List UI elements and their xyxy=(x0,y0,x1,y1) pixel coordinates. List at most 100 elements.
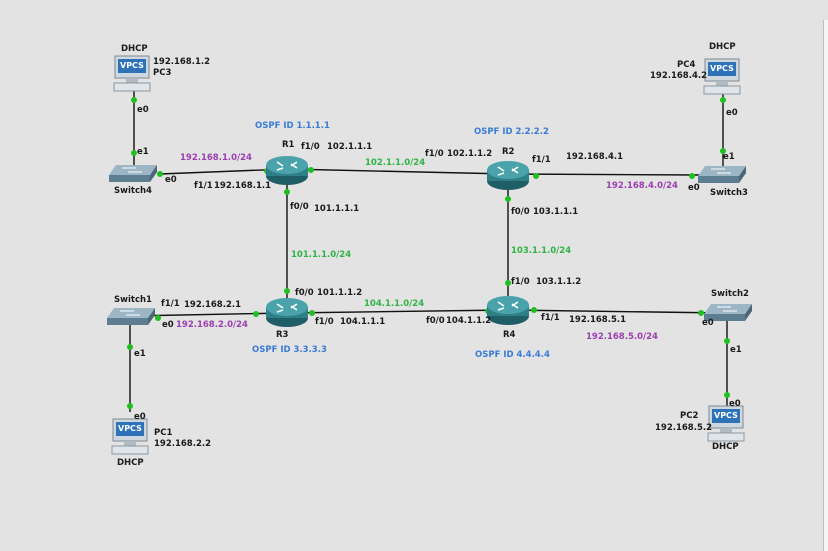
port-dot xyxy=(689,173,695,179)
port-dot xyxy=(127,403,133,409)
pc2-ip: 192.168.5.2 xyxy=(655,423,713,433)
switch1-icon[interactable] xyxy=(106,306,156,326)
port-label: f0/0 xyxy=(426,316,445,326)
window-edge xyxy=(823,20,828,551)
port-label: f0/0 xyxy=(290,202,309,212)
subnet-lan4: 192.168.4.0/24 xyxy=(606,181,678,191)
link-r1-r2 xyxy=(286,168,509,175)
switch3-icon[interactable] xyxy=(697,164,747,184)
port-label: e0 xyxy=(688,183,700,193)
port-label: e0 xyxy=(702,318,714,328)
vpcs-badge: VPCS xyxy=(118,424,142,433)
pc4-mode: DHCP xyxy=(709,42,736,52)
router-r2-ospf: OSPF ID 2.2.2.2 xyxy=(474,127,549,137)
port-dot xyxy=(724,392,730,398)
port-label: f1/0 xyxy=(315,317,334,327)
router-r1-icon[interactable] xyxy=(265,154,309,186)
port-ip: 102.1.1.2 xyxy=(447,149,493,159)
port-ip: 104.1.1.2 xyxy=(446,316,492,326)
switch4-icon[interactable] xyxy=(108,163,158,183)
link-r4-switch2 xyxy=(507,309,726,314)
vpcs-badge: VPCS xyxy=(714,411,738,420)
router-r4-icon[interactable] xyxy=(486,294,530,326)
pc4-name: PC4 xyxy=(677,60,696,70)
port-dot xyxy=(308,167,314,173)
port-label: e0 xyxy=(137,105,149,115)
monitor-icon xyxy=(707,405,745,442)
port-label: e0 xyxy=(729,399,741,409)
port-dot xyxy=(127,344,133,350)
port-dot xyxy=(155,315,161,321)
pc2-name: PC2 xyxy=(680,411,699,421)
port-dot xyxy=(720,97,726,103)
subnet-r1-r3: 101.1.1.0/24 xyxy=(291,250,352,260)
router-r2-icon[interactable] xyxy=(486,159,530,191)
port-dot xyxy=(533,173,539,179)
port-dot xyxy=(309,310,315,316)
port-ip: 103.1.1.1 xyxy=(533,207,579,217)
port-label: f1/0 xyxy=(301,142,320,152)
subnet-lan5: 192.168.5.0/24 xyxy=(586,332,658,342)
port-dot xyxy=(724,338,730,344)
pc4-ip: 192.168.4.2 xyxy=(650,71,708,81)
router-r4-ospf: OSPF ID 4.4.4.4 xyxy=(475,350,550,360)
pc3-ip: 192.168.1.2 xyxy=(153,57,211,67)
port-label: f1/1 xyxy=(194,181,213,191)
switch4-name: Switch4 xyxy=(114,186,152,196)
port-dot xyxy=(284,288,290,294)
link-r2-switch3 xyxy=(507,173,701,176)
port-dot xyxy=(720,148,726,154)
vpcs-badge: VPCS xyxy=(120,61,144,70)
pc2-icon[interactable]: VPCS xyxy=(706,404,746,444)
port-label: e1 xyxy=(134,349,146,359)
subnet-lan2: 192.168.2.0/24 xyxy=(176,320,248,330)
port-dot xyxy=(253,311,259,317)
router-r3-icon[interactable] xyxy=(265,296,309,328)
port-label: e0 xyxy=(165,175,177,185)
port-label: e1 xyxy=(723,152,735,162)
port-dot xyxy=(531,307,537,313)
port-label: e0 xyxy=(134,412,146,422)
monitor-icon xyxy=(703,58,741,95)
router-r1-ospf: OSPF ID 1.1.1.1 xyxy=(255,121,330,131)
port-ip: 192.168.5.1 xyxy=(569,315,627,325)
pc1-ip: 192.168.2.2 xyxy=(154,439,212,449)
port-dot xyxy=(505,196,511,202)
subnet-r1-r2: 102.1.1.0/24 xyxy=(365,158,426,168)
pc1-icon[interactable]: VPCS xyxy=(110,417,150,457)
port-ip: 104.1.1.1 xyxy=(340,317,386,327)
pc2-mode: DHCP xyxy=(712,442,739,452)
port-ip: 102.1.1.1 xyxy=(327,142,373,152)
subnet-lan1: 192.168.1.0/24 xyxy=(180,153,252,163)
router-r3-ospf: OSPF ID 3.3.3.3 xyxy=(252,345,327,355)
switch1-name: Switch1 xyxy=(114,295,152,305)
port-dot xyxy=(698,310,704,316)
port-ip: 101.1.1.2 xyxy=(317,288,363,298)
port-ip: 192.168.4.1 xyxy=(566,152,624,162)
router-r1-name: R1 xyxy=(282,140,295,150)
monitor-icon xyxy=(111,418,149,455)
monitor-icon xyxy=(113,55,151,92)
switch2-name: Switch2 xyxy=(711,289,749,299)
subnet-r2-r4: 103.1.1.0/24 xyxy=(511,246,572,256)
pc3-mode: DHCP xyxy=(121,44,148,54)
port-dot xyxy=(131,97,137,103)
pc4-icon[interactable]: VPCS xyxy=(702,57,742,97)
router-r2-name: R2 xyxy=(502,147,515,157)
pc3-icon[interactable]: VPCS xyxy=(112,54,152,94)
port-label: f1/1 xyxy=(161,299,180,309)
port-label: f1/1 xyxy=(532,155,551,165)
port-dot xyxy=(284,189,290,195)
switch3-name: Switch3 xyxy=(710,188,748,198)
port-ip: 192.168.1.1 xyxy=(214,181,272,191)
port-dot xyxy=(131,150,137,156)
switch2-icon[interactable] xyxy=(703,302,753,322)
port-label: f1/1 xyxy=(541,313,560,323)
port-label: f0/0 xyxy=(295,288,314,298)
pc1-name: PC1 xyxy=(154,428,173,438)
port-label: f0/0 xyxy=(511,207,530,217)
port-ip: 103.1.1.2 xyxy=(536,277,582,287)
port-label: f1/0 xyxy=(425,149,444,159)
port-ip: 192.168.2.1 xyxy=(184,300,242,310)
